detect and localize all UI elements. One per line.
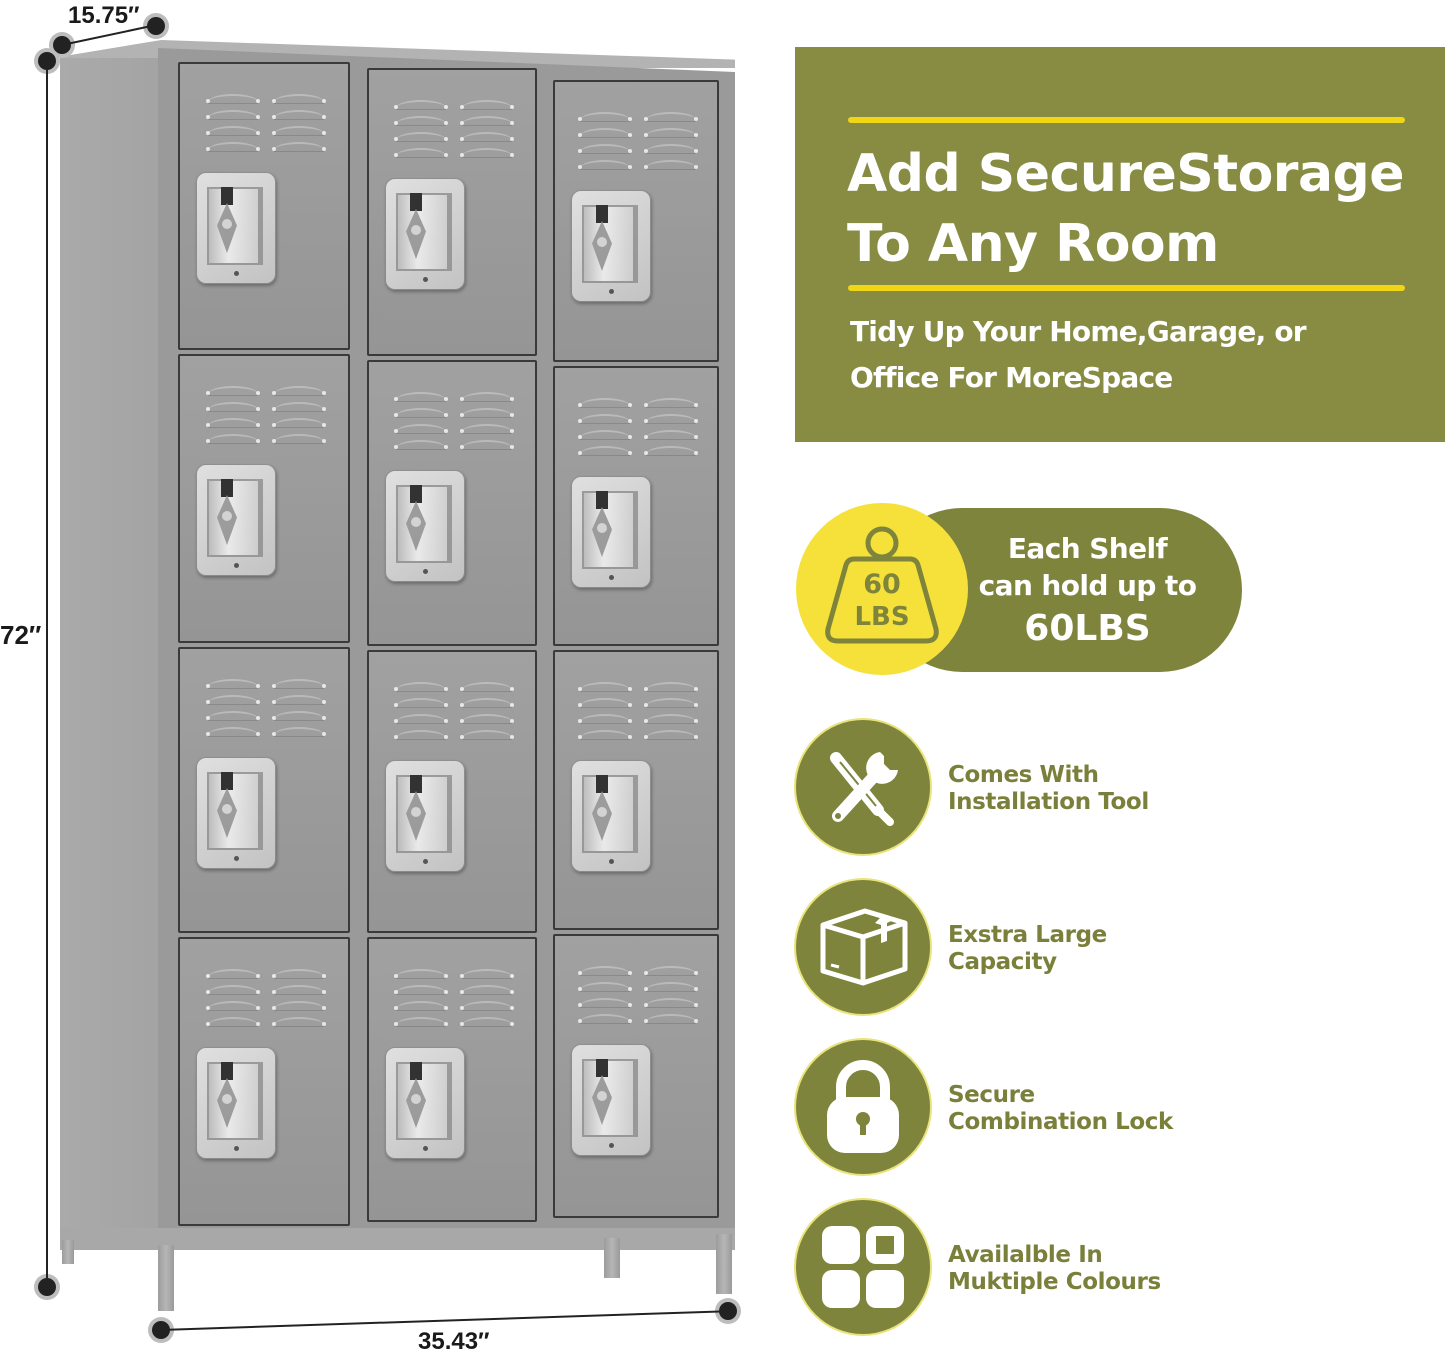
height-marker-start <box>38 52 56 70</box>
door-handle <box>196 464 276 576</box>
door-handle <box>385 760 465 872</box>
leg-back-left <box>62 1240 74 1264</box>
feature-icon-circle <box>796 880 930 1014</box>
vent-slots <box>206 679 326 737</box>
vent-slots <box>206 386 326 444</box>
locker-door <box>367 650 537 933</box>
feature-multiple-colours: Availalble In Muktiple Colours <box>796 1200 1396 1334</box>
weight-icon-number: 60 <box>863 569 901 600</box>
leg-front-left <box>158 1245 174 1311</box>
feature-text: Exstra Large Capacity <box>948 922 1107 976</box>
headline-line1: Add SecureStorage <box>847 144 1405 204</box>
feature-line1: Exstra Large <box>948 922 1107 948</box>
vent-slots <box>394 682 514 740</box>
vent-slots <box>206 969 326 1027</box>
vent-slots <box>578 398 698 456</box>
height-marker-end <box>38 1278 56 1296</box>
locker-illustration <box>60 40 735 1311</box>
subheadline: Tidy Up Your Home,Garage, or Office For … <box>850 309 1307 401</box>
locker-door <box>178 354 350 643</box>
locker-door <box>367 937 537 1222</box>
weight-line2: can hold up to <box>978 569 1197 602</box>
door-handle <box>385 178 465 290</box>
leg-back-right <box>604 1238 620 1278</box>
headline-line2: To Any Room <box>847 214 1219 274</box>
feature-line1: Availalble In <box>948 1242 1103 1268</box>
locker-door <box>553 650 719 930</box>
locker-door <box>367 360 537 646</box>
weight-line1: Each Shelf <box>1007 532 1168 565</box>
box-icon <box>820 908 908 986</box>
vent-slots <box>578 966 698 1024</box>
headline-panel: Add SecureStorage To Any Room Tidy Up Yo… <box>795 47 1445 442</box>
vent-slots <box>206 94 326 152</box>
door-handle <box>571 760 651 872</box>
tools-icon <box>830 752 898 826</box>
subheadline-line1: Tidy Up Your Home,Garage, or <box>850 315 1307 348</box>
width-label: 35.43″ <box>418 1328 490 1355</box>
accent-line-top <box>848 117 1405 123</box>
door-handle <box>571 190 651 302</box>
width-marker-end <box>719 1302 737 1320</box>
feature-line2: Capacity <box>948 949 1057 975</box>
vent-slots <box>394 969 514 1027</box>
weight-capacity-text: Each Shelf can hold up to 60LBS <box>960 530 1215 654</box>
locker-door <box>178 937 350 1226</box>
color-grid-icon <box>822 1226 904 1308</box>
feature-icon-circle <box>796 1200 930 1334</box>
feature-icon-circle <box>796 720 930 854</box>
feature-icon-circle <box>796 1040 930 1174</box>
cabinet-base <box>60 1228 735 1250</box>
accent-line-bottom <box>848 285 1405 291</box>
locker-door <box>553 366 719 646</box>
locker-door <box>553 934 719 1218</box>
vent-slots <box>394 392 514 450</box>
feature-text: Secure Combination Lock <box>948 1082 1173 1136</box>
door-handle <box>571 476 651 588</box>
weight-icon-circle: 60 LBS <box>796 503 968 675</box>
weight-line3: 60LBS <box>1024 608 1151 649</box>
door-handle <box>196 172 276 284</box>
feature-line1: Comes With <box>948 762 1099 788</box>
subheadline-line2: Office For MoreSpace <box>850 361 1173 394</box>
locker-door <box>178 62 350 350</box>
depth-label: 15.75″ <box>68 2 140 29</box>
locker-door <box>178 647 350 933</box>
feature-installation-tool: Comes With Installation Tool <box>796 720 1396 854</box>
feature-line2: Installation Tool <box>948 789 1149 815</box>
feature-line2: Combination Lock <box>948 1109 1173 1135</box>
height-line <box>46 62 48 1286</box>
door-handle <box>196 757 276 869</box>
feature-line1: Secure <box>948 1082 1035 1108</box>
door-handle <box>385 1047 465 1159</box>
door-handle <box>196 1047 276 1159</box>
vent-slots <box>578 112 698 170</box>
feature-text: Comes With Installation Tool <box>948 762 1149 816</box>
locker-door <box>553 80 719 362</box>
leg-front-right <box>716 1234 732 1294</box>
locker-door <box>367 68 537 356</box>
vent-slots <box>394 100 514 158</box>
door-handle <box>385 470 465 582</box>
door-handle <box>571 1044 651 1156</box>
padlock-icon <box>827 1060 899 1153</box>
weight-icon-unit: LBS <box>854 602 909 632</box>
vent-slots <box>578 682 698 740</box>
cabinet-side <box>60 58 170 1248</box>
feature-line2: Muktiple Colours <box>948 1269 1161 1295</box>
height-label: 72″ <box>0 620 42 650</box>
feature-combination-lock: Secure Combination Lock <box>796 1040 1396 1174</box>
feature-large-capacity: Exstra Large Capacity <box>796 880 1396 1014</box>
headline: Add SecureStorage To Any Room <box>847 139 1405 279</box>
weight-icon: 60 LBS <box>825 526 939 644</box>
feature-text: Availalble In Muktiple Colours <box>948 1242 1161 1296</box>
